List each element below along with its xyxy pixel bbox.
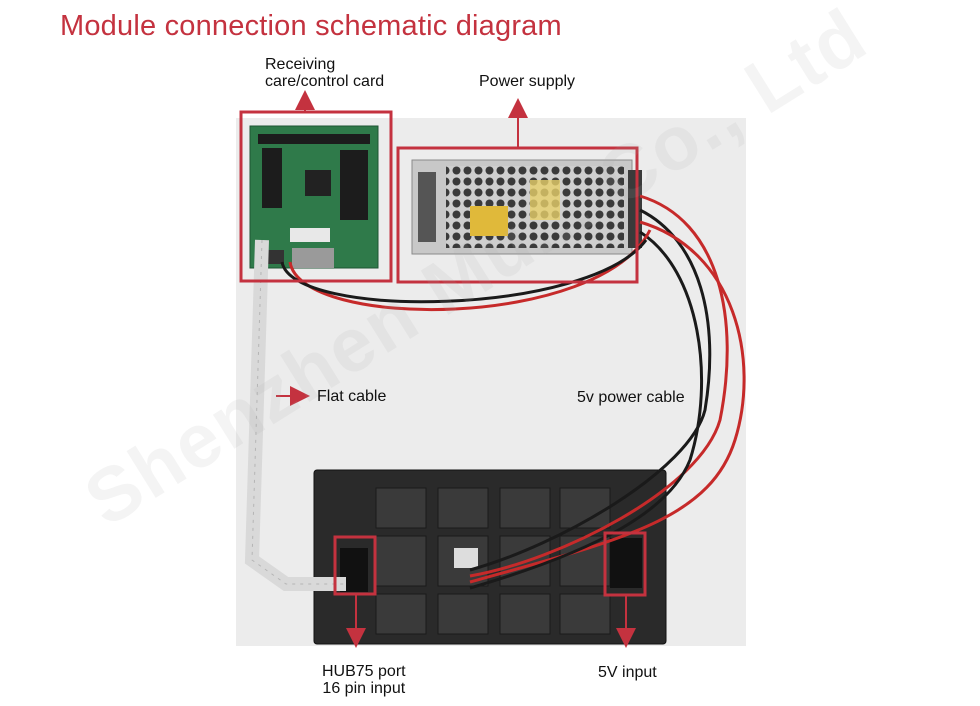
power-supply-image [411, 159, 642, 255]
power-cable-red-2 [469, 220, 746, 584]
power-cable-red-1 [469, 194, 729, 578]
diagram-title: Module connection schematic diagram [60, 10, 562, 42]
receiving-card-label-line2: care/control card [265, 73, 385, 90]
power-cable-label: 5v power cable [577, 389, 685, 406]
callout-arrows [276, 90, 636, 648]
cables [244, 194, 746, 591]
power-supply-label: Power supply [479, 73, 576, 90]
receiving-card-highlight [239, 110, 393, 283]
led-module-image [313, 469, 667, 645]
power-cable-black-2 [469, 230, 704, 590]
receiving-card-image [249, 125, 379, 269]
power-cable-black-1 [469, 208, 712, 572]
receiving-card-label-line1: Receiving [265, 56, 336, 73]
receiving-card-label: Receiving care/control card [265, 56, 384, 90]
hub75-label-line2: 16 pin input [322, 680, 406, 697]
hub75-label: HUB75 port 16 pin input [322, 663, 406, 697]
flat-cable-label: Flat cable [317, 388, 387, 405]
five-v-input-label: 5V input [598, 664, 657, 681]
hub75-label-line1: HUB75 port [322, 663, 406, 680]
